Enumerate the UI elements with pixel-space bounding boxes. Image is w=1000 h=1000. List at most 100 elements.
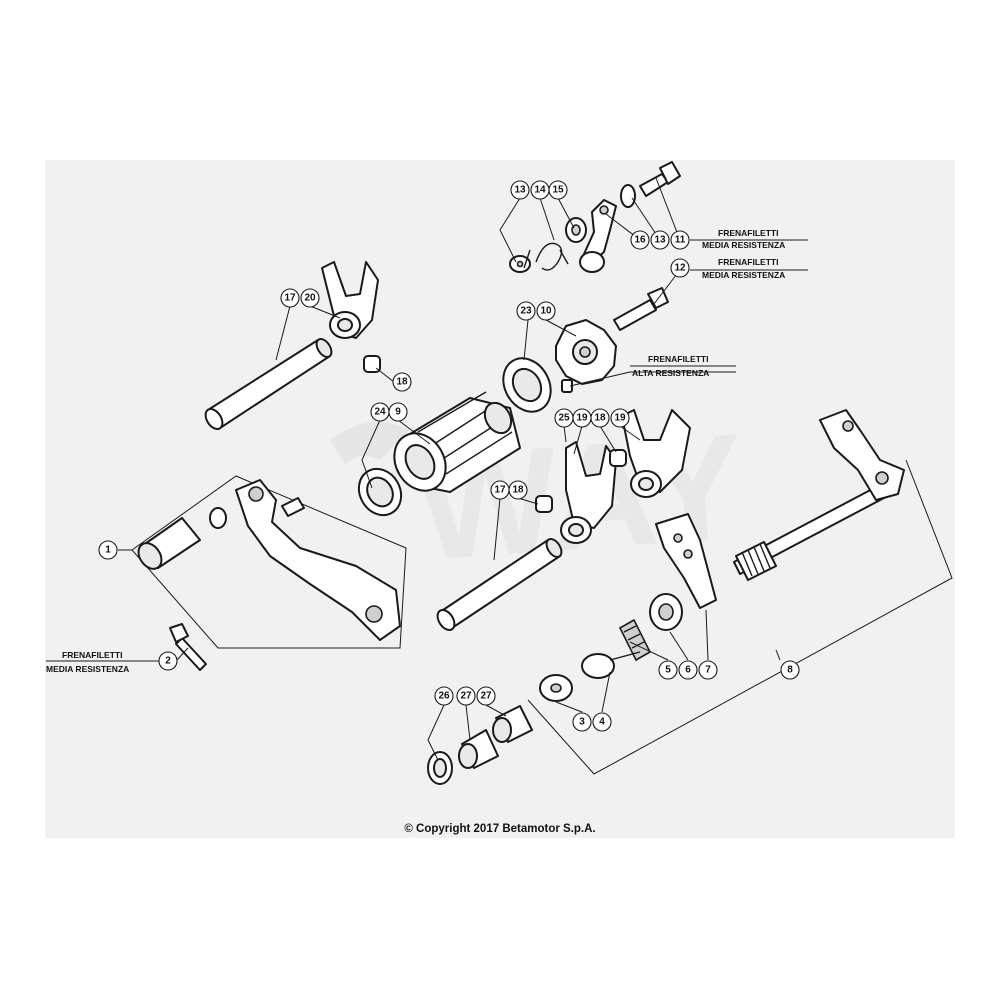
bearing-27-left — [458, 729, 499, 769]
callout-17-lower: 17 — [490, 480, 510, 500]
callout-25: 25 — [554, 408, 574, 428]
svg-text:17: 17 — [494, 485, 506, 496]
callout-2: 2 — [158, 651, 178, 671]
pedal-pin — [281, 497, 305, 517]
callout-14: 14 — [530, 180, 550, 200]
svg-text:27: 27 — [480, 691, 492, 702]
svg-text:25: 25 — [558, 413, 570, 424]
gear-shift-shaft — [733, 409, 905, 581]
svg-text:19: 19 — [576, 413, 588, 424]
selector-star-10 — [555, 319, 617, 385]
bearing-27-right — [492, 705, 533, 743]
callout-17-upper: 17 — [280, 288, 300, 308]
bolt-12 — [613, 287, 669, 331]
callout-18-upper: 18 — [392, 372, 412, 392]
pedal-oring — [209, 507, 227, 529]
bushing-15 — [565, 217, 587, 243]
svg-text:FRENAFILETTI: FRENAFILETTI — [62, 650, 122, 660]
svg-text:15: 15 — [552, 185, 564, 196]
svg-text:9: 9 — [395, 407, 401, 418]
fork-shaft-upper — [204, 337, 333, 430]
shift-fork-right — [621, 409, 691, 498]
svg-text:ALTA RESISTENZA: ALTA RESISTENZA — [632, 368, 709, 378]
svg-text:2: 2 — [165, 656, 171, 667]
svg-text:8: 8 — [787, 665, 793, 676]
svg-text:4: 4 — [599, 717, 605, 728]
note-threadlock-25: FRENAFILETTI ALTA RESISTENZA — [630, 354, 736, 378]
svg-text:MEDIA RESISTENZA: MEDIA RESISTENZA — [702, 270, 785, 280]
copyright-notice: © Copyright 2017 Betamotor S.p.A. — [404, 823, 596, 835]
roller-18-right — [609, 449, 627, 467]
svg-text:23: 23 — [520, 306, 532, 317]
callout-4: 4 — [592, 712, 612, 732]
svg-text:24: 24 — [374, 407, 386, 418]
spring-14 — [523, 242, 569, 271]
callout-group-1-frame — [131, 475, 407, 649]
plate-7 — [655, 513, 717, 609]
callout-8: 8 — [780, 660, 800, 680]
gear-shift-pedal — [235, 479, 401, 641]
bolt-2 — [169, 623, 207, 671]
pedal-rubber — [137, 517, 201, 570]
svg-text:20: 20 — [304, 293, 316, 304]
svg-text:17: 17 — [284, 293, 296, 304]
shift-fork-middle — [560, 441, 617, 544]
svg-text:13: 13 — [654, 235, 666, 246]
callout-18-right: 18 — [590, 408, 610, 428]
callout-13-left: 13 — [510, 180, 530, 200]
callout-9: 9 — [388, 402, 408, 422]
svg-text:13: 13 — [514, 185, 526, 196]
callout-24: 24 — [370, 402, 390, 422]
callout-13-right: 13 — [650, 230, 670, 250]
note-threadlock-12: FRENAFILETTI MEDIA RESISTENZA — [702, 257, 785, 280]
shift-drum — [393, 391, 521, 493]
callout-16: 16 — [630, 230, 650, 250]
svg-text:3: 3 — [579, 717, 585, 728]
svg-text:11: 11 — [675, 235, 686, 246]
callout-6: 6 — [678, 660, 698, 680]
svg-text:7: 7 — [705, 665, 711, 676]
svg-text:12: 12 — [674, 263, 686, 274]
callout-19-right: 19 — [610, 408, 630, 428]
fork-shaft-lower — [436, 537, 563, 631]
svg-text:19: 19 — [614, 413, 626, 424]
callout-10: 10 — [536, 301, 556, 321]
callout-1: 1 — [98, 540, 118, 560]
seal-26 — [427, 751, 453, 785]
callout-15: 15 — [548, 180, 568, 200]
roller-18-lower — [535, 495, 553, 513]
svg-text:26: 26 — [438, 691, 450, 702]
callout-19-left: 19 — [572, 408, 592, 428]
svg-text:1: 1 — [105, 545, 111, 556]
svg-text:18: 18 — [512, 485, 524, 496]
callout-5: 5 — [658, 660, 678, 680]
svg-text:18: 18 — [594, 413, 606, 424]
callout-12: 12 — [670, 258, 690, 278]
svg-text:MEDIA RESISTENZA: MEDIA RESISTENZA — [46, 664, 129, 674]
washer-13-right — [620, 184, 636, 208]
note-threadlock-2: FRENAFILETTI MEDIA RESISTENZA — [46, 650, 129, 674]
callout-18-lower: 18 — [508, 480, 528, 500]
svg-text:MEDIA RESISTENZA: MEDIA RESISTENZA — [702, 240, 785, 250]
callout-27-right: 27 — [476, 686, 496, 706]
callout-3: 3 — [572, 712, 592, 732]
svg-text:6: 6 — [685, 665, 691, 676]
svg-text:16: 16 — [634, 235, 646, 246]
callout-26: 26 — [434, 686, 454, 706]
callout-11: 11 — [670, 230, 690, 250]
callout-20: 20 — [300, 288, 320, 308]
bolt-11 — [639, 161, 681, 197]
svg-text:FRENAFILETTI: FRENAFILETTI — [648, 354, 708, 364]
callout-7: 7 — [698, 660, 718, 680]
shift-fork-upper — [321, 261, 379, 339]
svg-text:FRENAFILETTI: FRENAFILETTI — [718, 257, 778, 267]
washer-3 — [539, 674, 573, 702]
note-threadlock-11: FRENAFILETTI MEDIA RESISTENZA — [702, 228, 785, 250]
svg-text:10: 10 — [540, 306, 552, 317]
svg-text:FRENAFILETTI: FRENAFILETTI — [718, 228, 778, 238]
callout-23: 23 — [516, 301, 536, 321]
svg-text:14: 14 — [534, 185, 546, 196]
bushing-6 — [649, 593, 683, 631]
leader-lines — [46, 177, 808, 761]
